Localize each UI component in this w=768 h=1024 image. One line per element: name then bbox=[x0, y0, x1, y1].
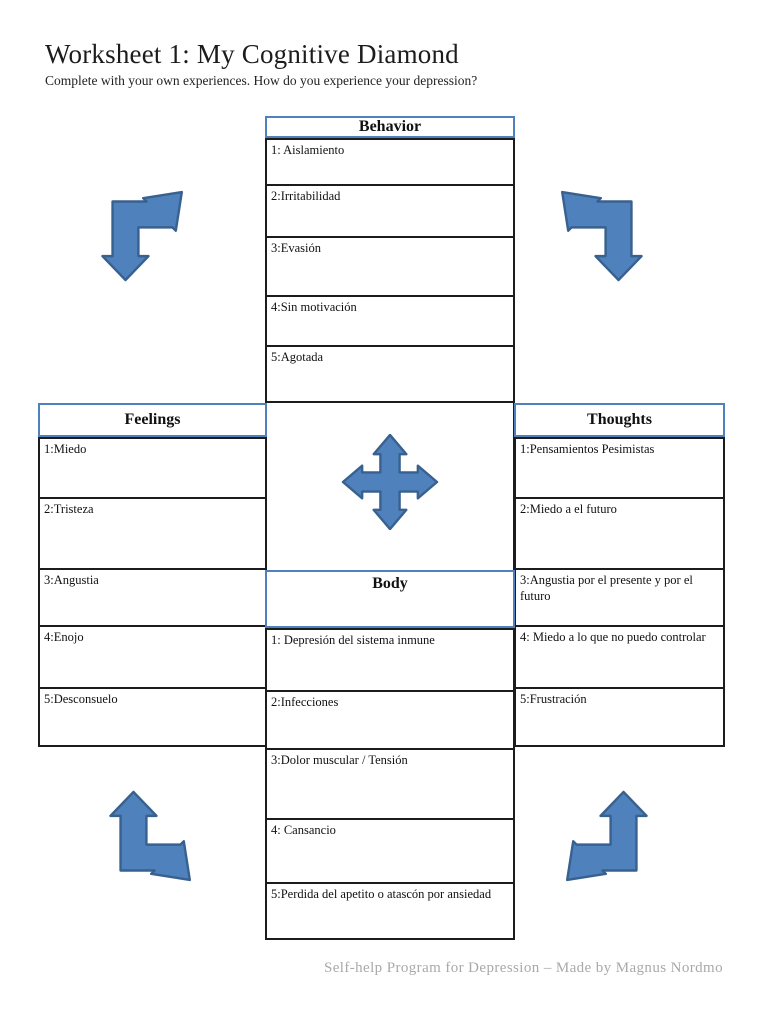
bent-arrow-bottom-left-icon bbox=[109, 790, 192, 882]
behavior-row-1: 1: Aislamiento bbox=[267, 140, 513, 186]
thoughts-row-4: 4: Miedo a lo que no puedo controlar bbox=[516, 627, 723, 689]
feelings-row-1: 1:Miedo bbox=[40, 439, 265, 499]
thoughts-section-rows: 1:Pensamientos Pesimistas 2:Miedo a el f… bbox=[514, 437, 725, 747]
behavior-section-rows: 1: Aislamiento 2:Irritabilidad 3:Evasión… bbox=[265, 138, 515, 403]
body-row-5: 5:Perdida del apetito o atascón por ansi… bbox=[271, 887, 492, 901]
thoughts-row-3: 3:Angustia por el presente y por el futu… bbox=[516, 570, 723, 627]
feelings-section-header: Feelings bbox=[38, 403, 267, 437]
thoughts-row-2: 2:Miedo a el futuro bbox=[516, 499, 723, 570]
page-subtitle: Complete with your own experiences. How … bbox=[45, 73, 478, 88]
feelings-row-3: 3:Angustia bbox=[40, 570, 265, 627]
body-row-4: 4: Cansancio bbox=[267, 820, 513, 884]
thoughts-row-5: 5:Frustración bbox=[520, 692, 587, 706]
body-row-1: 1: Depresión del sistema inmune bbox=[267, 630, 513, 692]
feelings-row-5: 5:Desconsuelo bbox=[44, 692, 118, 706]
feelings-row-4: 4:Enojo bbox=[40, 627, 265, 689]
page-title: Worksheet 1: My Cognitive Diamond bbox=[45, 39, 459, 69]
body-section-rows: 1: Depresión del sistema inmune 2:Infecc… bbox=[265, 628, 515, 940]
center-connector-cell bbox=[265, 403, 515, 570]
behavior-row-2: 2:Irritabilidad bbox=[267, 186, 513, 238]
behavior-row-5: 5:Agotada bbox=[271, 350, 324, 364]
body-section-header: Body bbox=[265, 570, 515, 628]
thoughts-section-header: Thoughts bbox=[514, 403, 725, 437]
bent-arrow-bottom-right-icon bbox=[565, 790, 648, 882]
bent-arrow-top-right-icon bbox=[560, 190, 643, 282]
behavior-row-3: 3:Evasión bbox=[267, 238, 513, 297]
behavior-row-4: 4:Sin motivación bbox=[267, 297, 513, 347]
body-row-2: 2:Infecciones bbox=[267, 692, 513, 750]
thoughts-row-1: 1:Pensamientos Pesimistas bbox=[516, 439, 723, 499]
bent-arrow-top-left-icon bbox=[101, 190, 184, 282]
four-way-arrow-icon bbox=[341, 434, 439, 530]
body-row-3: 3:Dolor muscular / Tensión bbox=[267, 750, 513, 820]
feelings-row-2: 2:Tristeza bbox=[40, 499, 265, 570]
footer-credit: Self-help Program for Depression – Made … bbox=[324, 960, 723, 976]
feelings-section-rows: 1:Miedo 2:Tristeza 3:Angustia 4:Enojo 5:… bbox=[38, 437, 267, 747]
behavior-section-header: Behavior bbox=[265, 116, 515, 138]
